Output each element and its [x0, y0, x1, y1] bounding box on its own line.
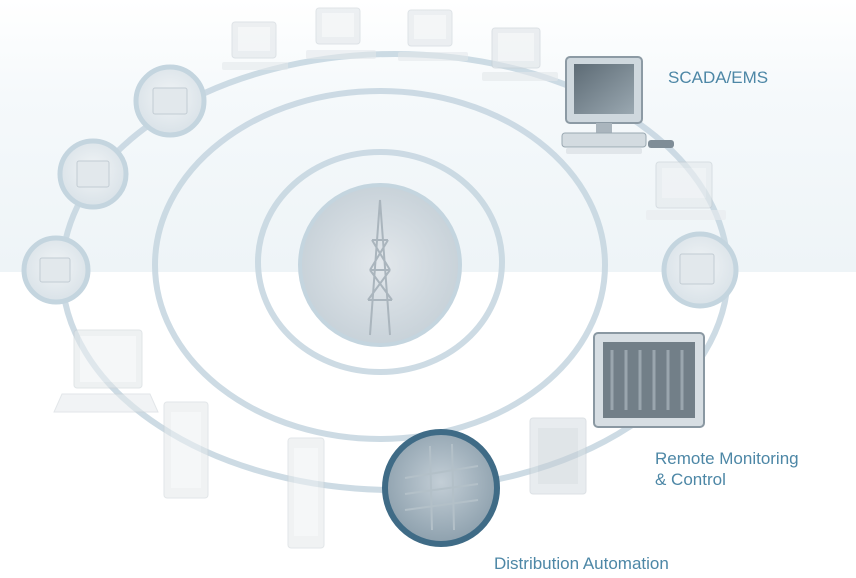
control-cabinet-icon: [593, 332, 705, 428]
inner-ring: [255, 149, 505, 375]
middle-ring: [152, 88, 608, 442]
workstation-icon: [222, 21, 288, 70]
relay-panel-icon: [163, 401, 209, 499]
rack-unit-icon: [529, 417, 587, 495]
scada-ems-label: SCADA/EMS: [668, 68, 769, 87]
transmission-tower-icon: [298, 183, 462, 347]
workstation-icon: [398, 9, 468, 61]
distribution-automation-label: Distribution Automation: [494, 554, 669, 573]
remote-monitoring-label: Remote Monitoring & Control: [655, 449, 799, 489]
device-detail-icon: [21, 235, 91, 305]
scada-workstation-icon: [561, 56, 674, 154]
workstation-icon: [306, 7, 376, 59]
server-icon: [646, 161, 726, 220]
workstation-icon: [482, 27, 558, 81]
distribution-switchgear-icon: [382, 429, 500, 547]
server-detail-icon: [661, 231, 739, 309]
relay-panel-icon: [287, 437, 325, 549]
device-detail-icon: [57, 138, 129, 210]
laptop-icon: [53, 329, 159, 413]
device-detail-icon: [133, 64, 207, 138]
